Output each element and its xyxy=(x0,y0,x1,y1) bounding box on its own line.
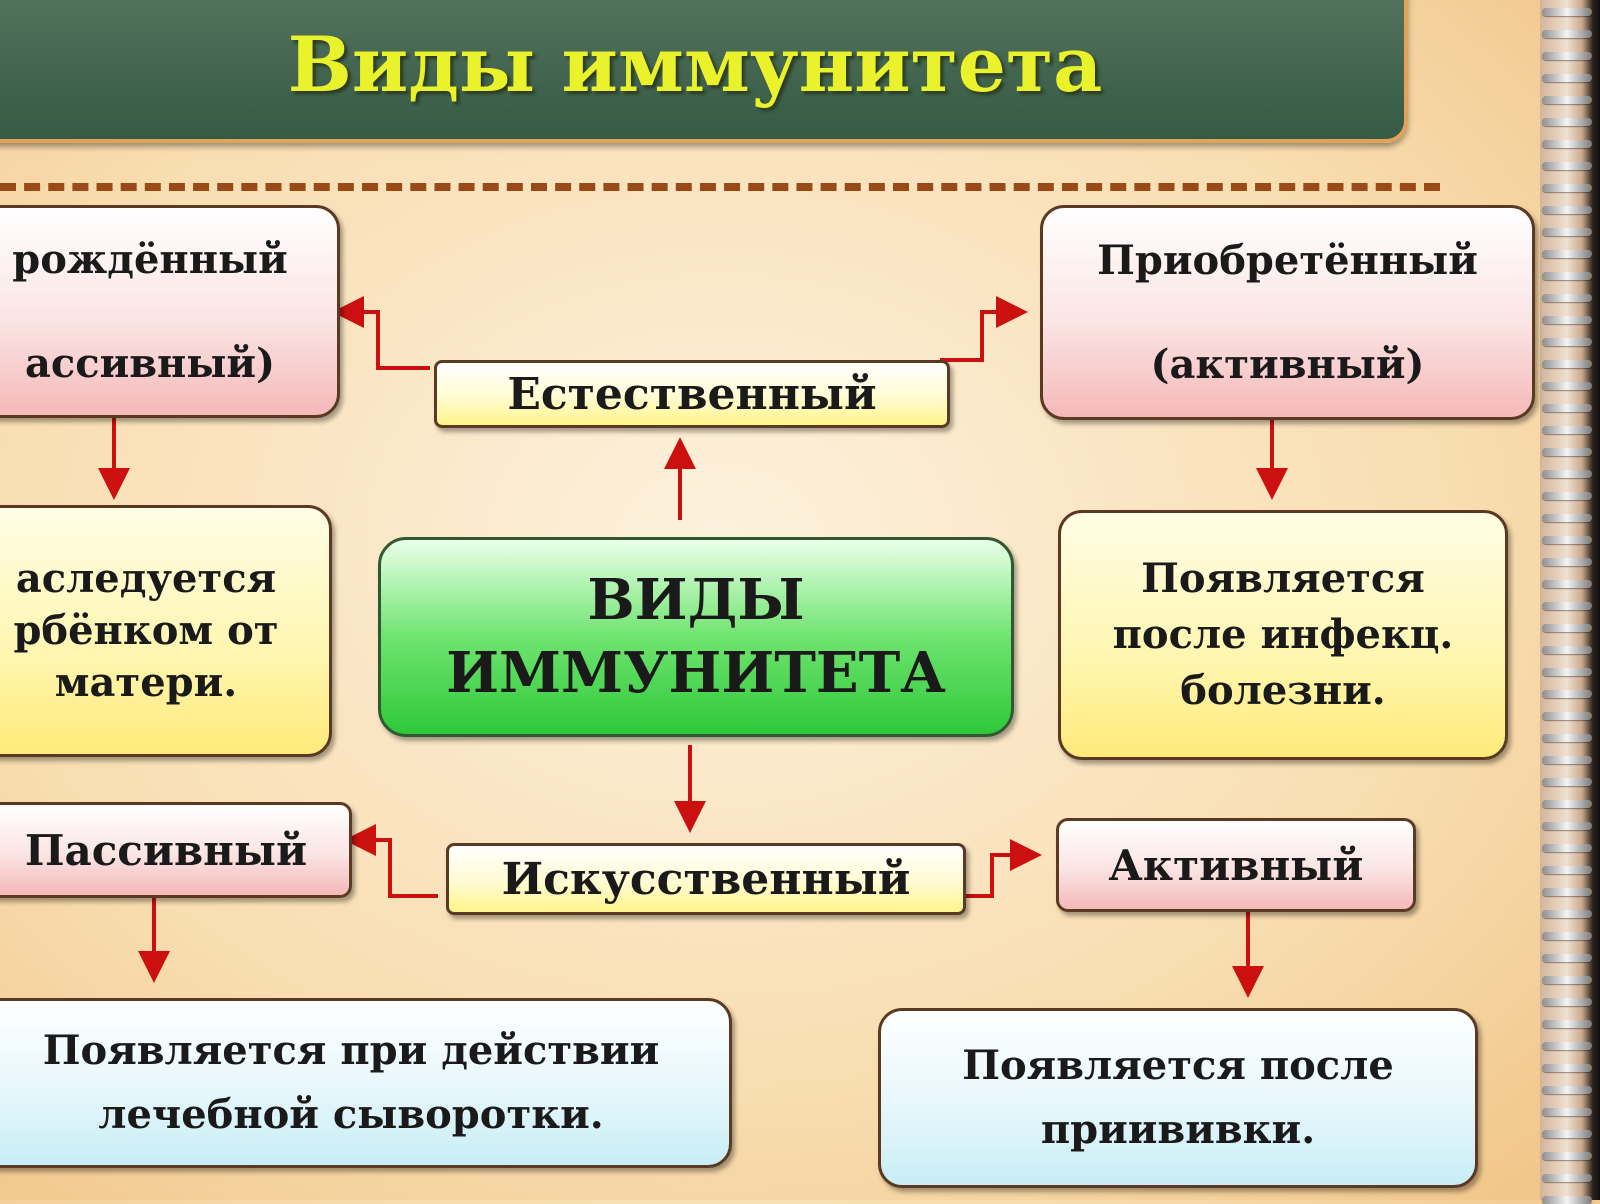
passive-immunity-box: Пассивный xyxy=(0,802,352,898)
artificial-immunity-label: Искусственный xyxy=(446,843,966,915)
binder-ring xyxy=(1542,1152,1592,1160)
innate-description-box: аследуется рбёнком от матери. xyxy=(0,505,332,757)
binder-ring xyxy=(1542,426,1592,434)
header-banner xyxy=(0,0,1408,143)
binder-ring xyxy=(1542,206,1592,214)
binder-ring xyxy=(1542,250,1592,258)
binder-ring xyxy=(1542,1042,1592,1050)
binder-ring xyxy=(1542,272,1592,280)
binder-ring xyxy=(1542,756,1592,764)
passive-description-box: Появляется при действии лечебной сыворот… xyxy=(0,998,732,1168)
binder-ring xyxy=(1542,888,1592,896)
binder-ring xyxy=(1542,602,1592,610)
binder-ring xyxy=(1542,118,1592,126)
binder-ring xyxy=(1542,1064,1592,1072)
binder-ring xyxy=(1542,316,1592,324)
binder-ring xyxy=(1542,448,1592,456)
binder-ring xyxy=(1542,140,1592,148)
arrow-natural-to-innate xyxy=(332,296,430,370)
arrow-artificial-to-active xyxy=(958,839,1042,898)
binder-ring xyxy=(1542,294,1592,302)
binder-ring xyxy=(1542,162,1592,170)
binder-ring xyxy=(1542,360,1592,368)
binder-ring xyxy=(1542,778,1592,786)
binder-ring xyxy=(1542,536,1592,544)
binder-ring xyxy=(1542,52,1592,60)
binder-ring xyxy=(1542,932,1592,940)
binder-ring xyxy=(1542,844,1592,852)
dashed-divider xyxy=(0,183,1440,191)
binder-ring xyxy=(1542,470,1592,478)
natural-immunity-label: Естественный xyxy=(434,360,950,428)
arrow-natural-to-acquired xyxy=(940,296,1028,362)
binder-ring xyxy=(1542,382,1592,390)
binder-ring xyxy=(1542,1020,1592,1028)
acquired-immunity-box: Приобретённый (активный) xyxy=(1040,205,1535,420)
binder-ring xyxy=(1542,624,1592,632)
binder-ring xyxy=(1542,712,1592,720)
binder-ring xyxy=(1542,822,1592,830)
binder-ring xyxy=(1542,668,1592,676)
arrow-artificial-to-passive xyxy=(344,824,438,898)
binder-ring xyxy=(1542,492,1592,500)
binder-ring xyxy=(1542,74,1592,82)
binder-ring xyxy=(1542,514,1592,522)
active-immunity-box: Активный xyxy=(1056,818,1416,912)
binder-ring xyxy=(1542,976,1592,984)
binder-ring xyxy=(1542,734,1592,742)
binder-ring xyxy=(1542,96,1592,104)
acquired-description-box: Появляется после инфекц. болезни. xyxy=(1058,510,1508,760)
binder-ring xyxy=(1542,1108,1592,1116)
binder-ring xyxy=(1542,558,1592,566)
active-description-box: Появляется после приививки. xyxy=(878,1008,1478,1188)
innate-immunity-box: рождённый ассивный) xyxy=(0,205,340,418)
binder-ring xyxy=(1542,690,1592,698)
binder-ring xyxy=(1542,800,1592,808)
page-title: Виды иммунитета xyxy=(287,20,1103,109)
binder-ring xyxy=(1542,30,1592,38)
binder-ring xyxy=(1542,580,1592,588)
binder-ring xyxy=(1542,404,1592,412)
binder-ring xyxy=(1542,1174,1592,1182)
binder-ring xyxy=(1542,998,1592,1006)
binder-ring xyxy=(1542,228,1592,236)
binder-ring xyxy=(1542,954,1592,962)
binder-ring xyxy=(1542,910,1592,918)
binder-ring xyxy=(1542,1086,1592,1094)
binder-ring xyxy=(1542,866,1592,874)
binder-ring xyxy=(1542,8,1592,16)
binder-ring xyxy=(1542,184,1592,192)
binder-ring xyxy=(1542,1130,1592,1138)
binder-ring xyxy=(1542,646,1592,654)
center-immunity-types-box: ВИДЫ ИММУНИТЕТА xyxy=(378,537,1014,737)
binder-ring xyxy=(1542,338,1592,346)
